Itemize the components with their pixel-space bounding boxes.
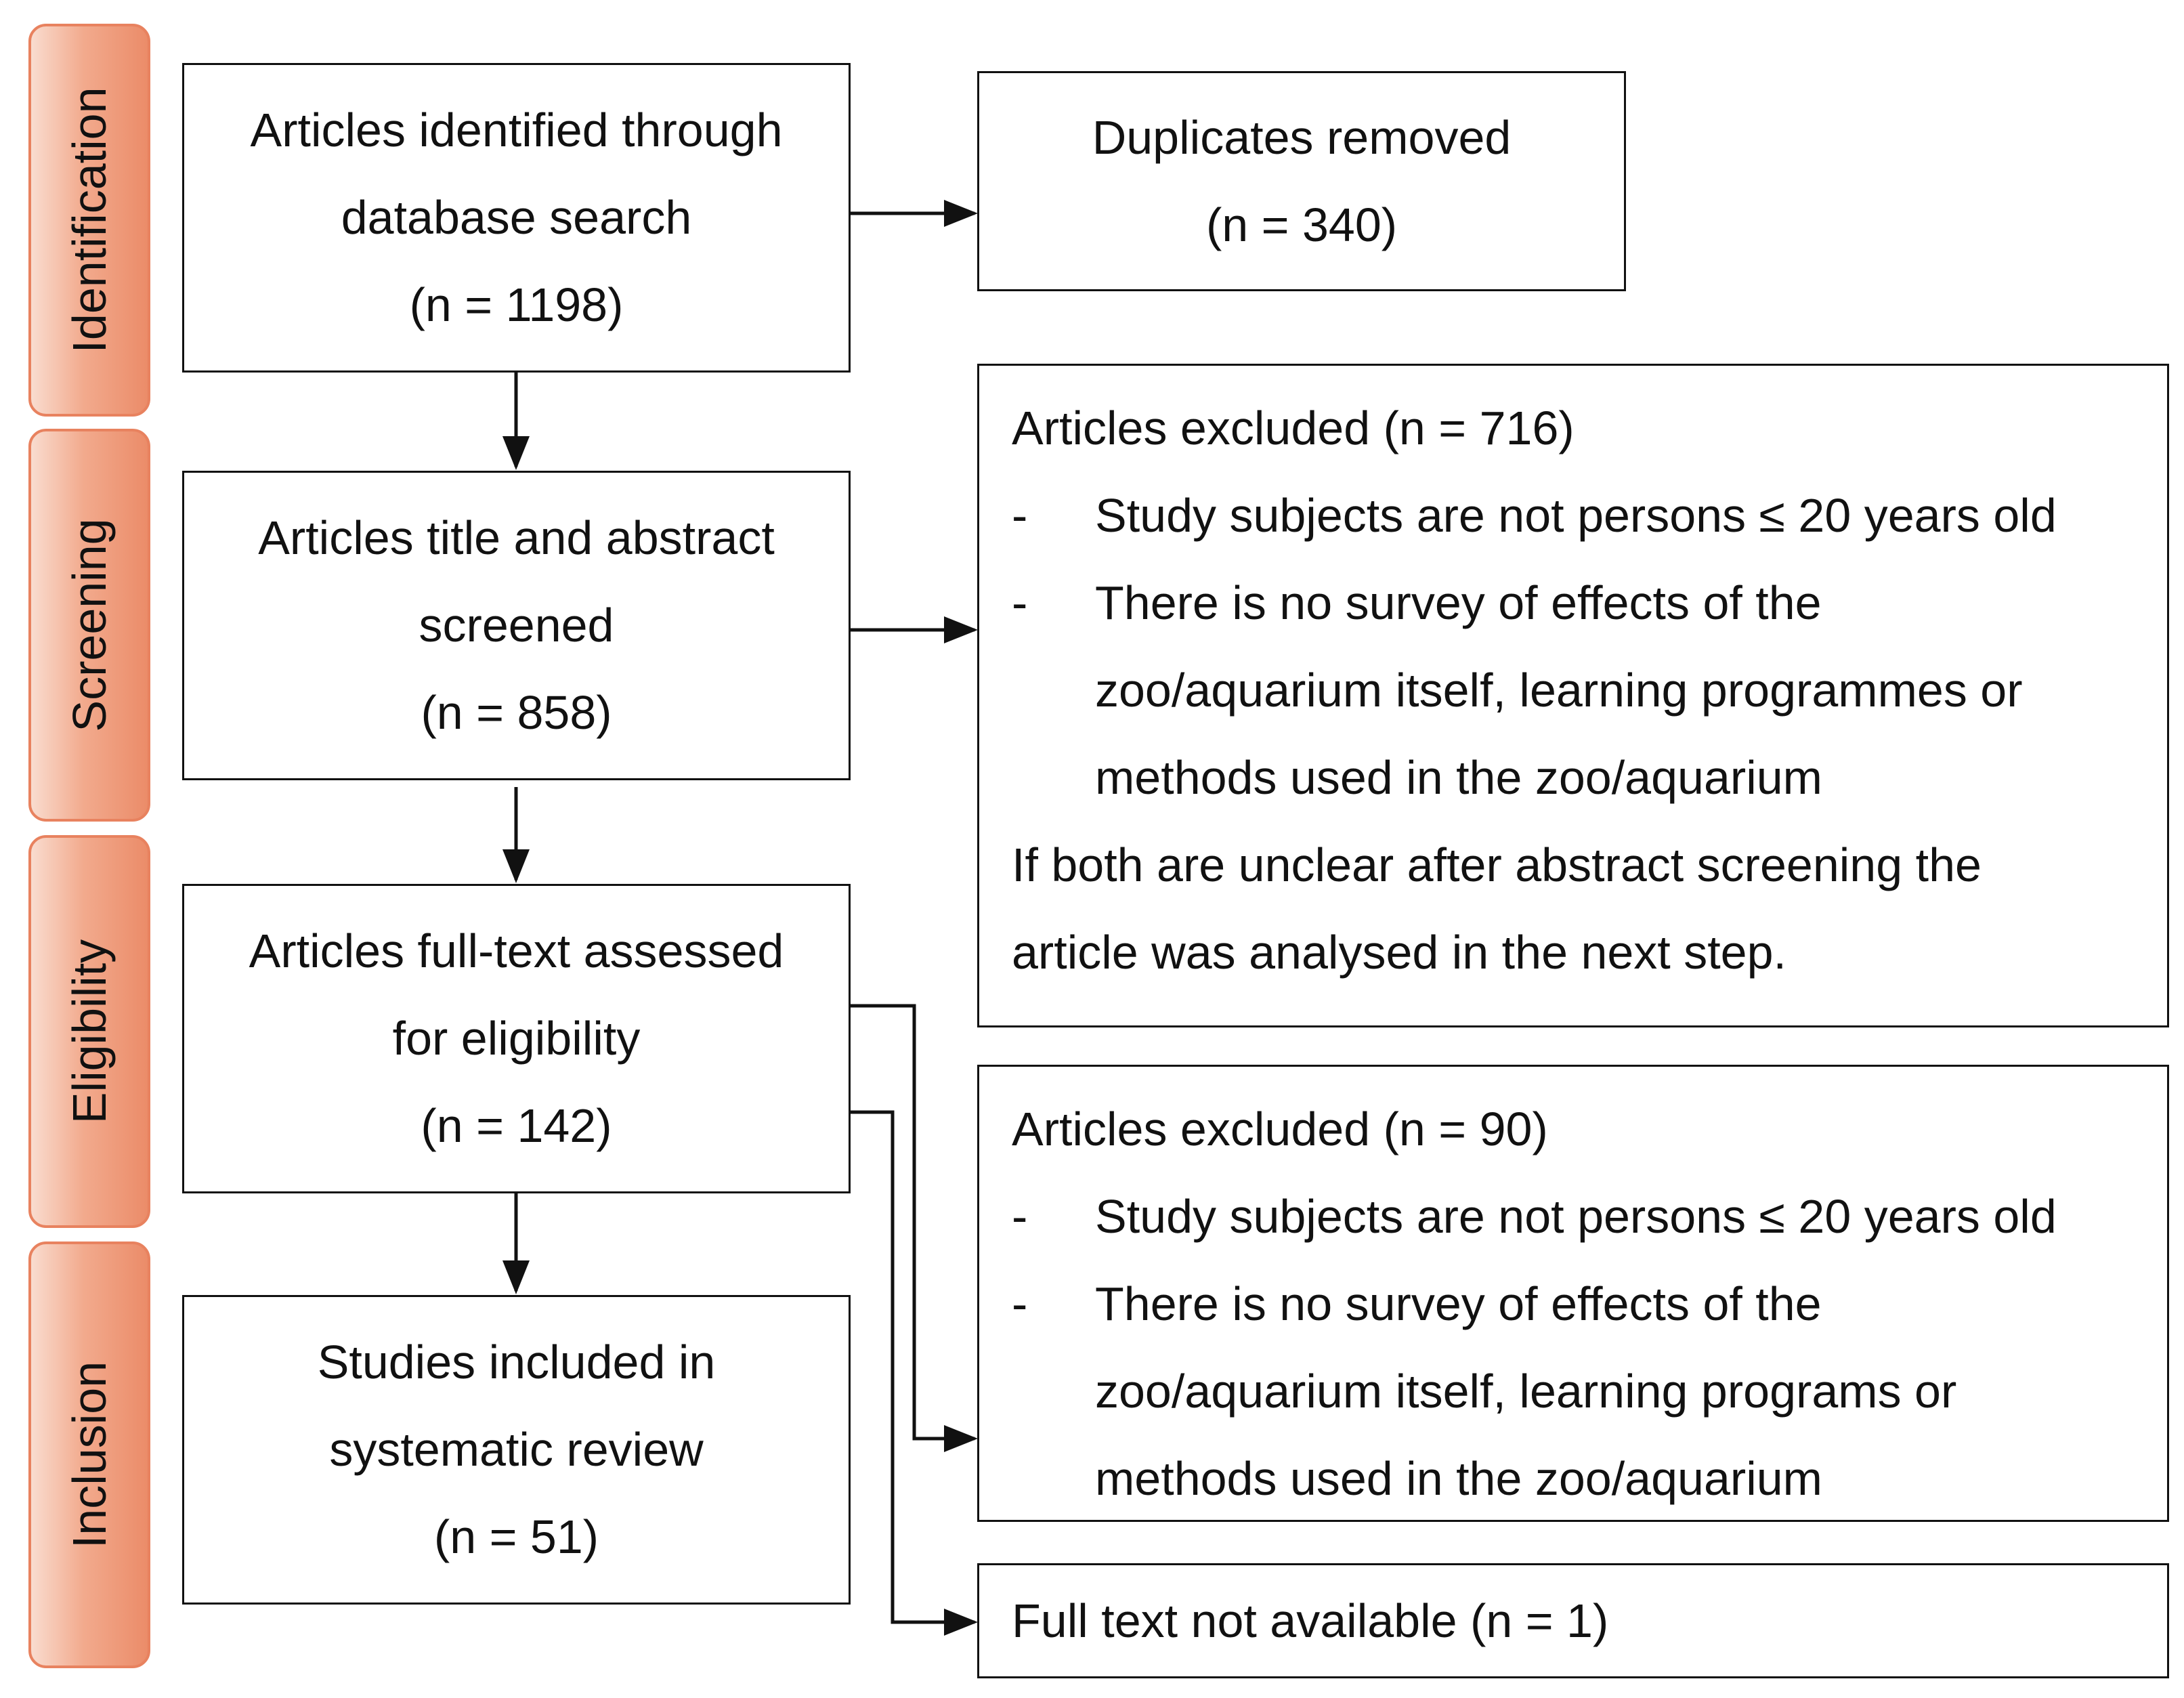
excluded-eligibility-bullet-2-line-2: zoo/aquarium itself, learning programs o…: [1095, 1365, 1957, 1418]
duplicates-line-1: Duplicates removed: [1092, 110, 1512, 164]
arrow-fulltext-to-excluded: [851, 1004, 978, 1452]
arrow-fulltext-to-not-available: [851, 1110, 978, 1636]
excluded-eligibility-title-text: Articles excluded (n = 90): [1012, 1103, 1548, 1155]
stage-label-screening: Screening: [28, 429, 150, 822]
excluded-screening-bullet-2-line-2: zoo/aquarium itself, learning programmes…: [1095, 664, 2023, 717]
excluded-screening-box: Articles excluded (n = 716) - Study subj…: [977, 364, 2169, 1027]
excluded-screening-bullet-2-line-3: methods used in the zoo/aquarium: [1095, 751, 1822, 804]
excluded-screening-note-line-2: article was analysed in the next step.: [1012, 926, 1786, 979]
stage-label-identification: Identification: [28, 24, 150, 417]
bullet-dash: -: [1012, 1190, 1028, 1243]
fulltext-box: Articles full-text assessed for eligibil…: [182, 884, 851, 1193]
identified-line-1: Articles identified through: [250, 104, 783, 156]
screened-line-2: screened: [419, 599, 614, 652]
screened-box-text: Articles title and abstract screened (n …: [244, 494, 788, 757]
excluded-eligibility-bullet-1: - Study subjects are not persons ≤ 20 ye…: [1012, 1173, 2135, 1260]
excluded-eligibility-title: Articles excluded (n = 90): [1012, 1086, 2135, 1173]
stage-label-screening-text: Screening: [63, 518, 116, 732]
excluded-screening-note: article was analysed in the next step.: [1012, 909, 2135, 996]
bullet-dash: -: [1012, 489, 1028, 542]
excluded-eligibility-bullet-2-line-3: methods used in the zoo/aquarium: [1095, 1452, 1822, 1505]
stage-label-inclusion: Inclusion: [28, 1241, 150, 1668]
included-line-1: Studies included in: [317, 1336, 716, 1388]
excluded-screening-bullet-1: - Study subjects are not persons ≤ 20 ye…: [1012, 472, 2135, 559]
excluded-eligibility-bullet-2-continuation: methods used in the zoo/aquarium: [1012, 1435, 2135, 1523]
excluded-screening-bullet-1-text: Study subjects are not persons ≤ 20 year…: [1095, 489, 2057, 542]
fulltext-line-2: for eligibility: [392, 1012, 641, 1065]
screened-line-1: Articles title and abstract: [258, 511, 775, 564]
excluded-screening-note-line-1: If both are unclear after abstract scree…: [1012, 839, 1982, 891]
identified-count: (n = 1198): [409, 278, 624, 331]
bullet-dash: -: [1012, 576, 1028, 629]
stage-label-inclusion-text: Inclusion: [63, 1361, 116, 1549]
included-count: (n = 51): [433, 1510, 599, 1563]
excluded-eligibility-box: Articles excluded (n = 90) - Study subje…: [977, 1065, 2169, 1522]
excluded-screening-bullet-2-line-1: There is no survey of effects of the: [1095, 576, 1822, 629]
excluded-screening-bullet-2-continuation: zoo/aquarium itself, learning programmes…: [1012, 647, 2135, 734]
fulltext-line-1: Articles full-text assessed: [249, 925, 784, 977]
excluded-screening-bullet-2: - There is no survey of effects of the: [1012, 559, 2135, 647]
stage-label-eligibility: Eligibility: [28, 835, 150, 1228]
identified-box: Articles identified through database sea…: [182, 63, 851, 373]
screened-count: (n = 858): [421, 686, 612, 739]
excluded-eligibility-bullet-2-continuation: zoo/aquarium itself, learning programs o…: [1012, 1348, 2135, 1435]
fulltext-box-text: Articles full-text assessed for eligibil…: [236, 908, 798, 1170]
excluded-screening-note: If both are unclear after abstract scree…: [1012, 822, 2135, 909]
included-line-2: systematic review: [329, 1423, 704, 1476]
excluded-screening-title-text: Articles excluded (n = 716): [1012, 402, 1575, 454]
bullet-dash: -: [1012, 1277, 1028, 1330]
duplicates-count: (n = 340): [1205, 198, 1398, 251]
excluded-screening-title: Articles excluded (n = 716): [1012, 385, 2135, 472]
duplicates-box-text: Duplicates removed (n = 340): [1079, 94, 1525, 269]
included-box: Studies included in systematic review (n…: [182, 1295, 851, 1605]
not-available-box: Full text not available (n = 1): [977, 1563, 2169, 1678]
screened-box: Articles title and abstract screened (n …: [182, 471, 851, 780]
not-available-text: Full text not available (n = 1): [1012, 1594, 1609, 1647]
identified-line-2: database search: [341, 191, 692, 244]
included-box-text: Studies included in systematic review (n…: [304, 1319, 729, 1581]
excluded-screening-bullet-2-continuation: methods used in the zoo/aquarium: [1012, 734, 2135, 822]
stage-label-eligibility-text: Eligibility: [63, 939, 116, 1124]
excluded-eligibility-bullet-2: - There is no survey of effects of the: [1012, 1260, 2135, 1348]
fulltext-count: (n = 142): [421, 1099, 612, 1152]
excluded-eligibility-bullet-2-line-1: There is no survey of effects of the: [1095, 1277, 1822, 1330]
excluded-eligibility-bullet-1-text: Study subjects are not persons ≤ 20 year…: [1095, 1190, 2057, 1243]
duplicates-box: Duplicates removed (n = 340): [977, 71, 1626, 291]
stage-label-identification-text: Identification: [63, 87, 116, 354]
identified-box-text: Articles identified through database sea…: [237, 87, 796, 349]
